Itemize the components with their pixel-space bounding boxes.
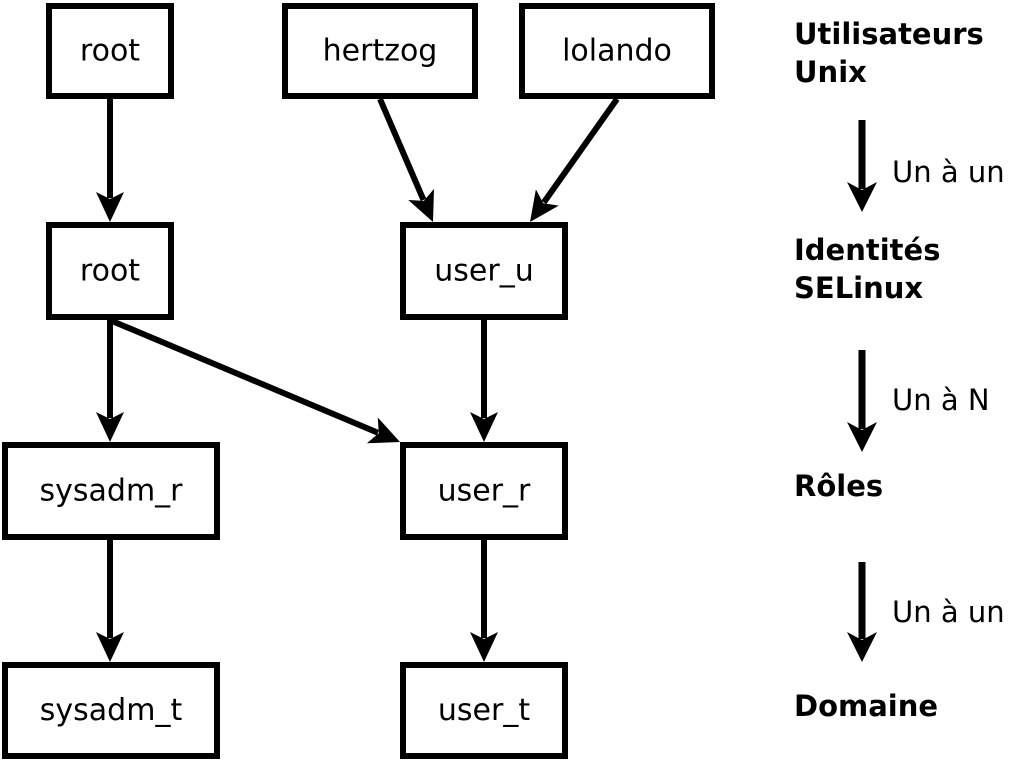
edge-ident_root-to-role_user_r xyxy=(110,318,400,444)
node-box[interactable] xyxy=(2,442,220,540)
node-box[interactable] xyxy=(400,442,568,540)
edge-unix_hertzog-to-ident_user_u xyxy=(377,97,434,222)
node-box[interactable] xyxy=(282,3,478,99)
arrowhead-icon xyxy=(366,417,400,444)
node-box[interactable] xyxy=(2,662,220,759)
node-box[interactable] xyxy=(46,222,174,320)
node-box[interactable] xyxy=(46,3,174,99)
legend-column: UtilisateursUnixIdentitésSELinuxRôlesDom… xyxy=(794,17,1005,723)
node-box[interactable] xyxy=(519,3,715,99)
node-unix_root[interactable]: root xyxy=(46,3,174,99)
arrowhead-icon xyxy=(96,632,124,662)
edge-line xyxy=(377,97,427,202)
legend-rel-3: Un à un xyxy=(847,562,1005,662)
node-ident_root[interactable]: root xyxy=(46,222,174,320)
arrowhead-icon xyxy=(530,189,559,222)
node-box[interactable] xyxy=(400,662,568,759)
node-role_sysadm_r[interactable]: sysadm_r xyxy=(2,442,220,540)
node-label: hertzog xyxy=(323,34,438,69)
legend-rel-2: Un à N xyxy=(847,350,990,452)
legend-stage-label: Domaine xyxy=(794,689,938,723)
node-label: lolando xyxy=(562,34,672,69)
legend-relation-label: Un à un xyxy=(892,155,1005,189)
legend-stage-domain: Domaine xyxy=(794,689,938,723)
node-label: user_r xyxy=(438,474,531,509)
edges-group xyxy=(96,97,620,662)
legend-stage-label: Unix xyxy=(794,55,867,89)
node-box[interactable] xyxy=(400,222,568,320)
node-dom_user_t[interactable]: user_t xyxy=(400,662,568,759)
node-label: root xyxy=(80,34,140,69)
node-ident_user_u[interactable]: user_u xyxy=(400,222,568,320)
legend-relation-label: Un à N xyxy=(892,383,990,417)
edge-ident_user_u-to-role_user_r xyxy=(470,320,498,442)
edge-line xyxy=(110,318,380,436)
arrowhead-icon xyxy=(96,412,124,442)
node-unix_lolando[interactable]: lolando xyxy=(519,3,715,99)
edge-line xyxy=(541,97,620,205)
legend-stage-label: Identités xyxy=(794,233,940,267)
edge-unix_lolando-to-ident_user_u xyxy=(530,97,620,222)
arrowhead-icon xyxy=(847,182,877,212)
edge-role_user_r-to-dom_user_t xyxy=(470,540,498,662)
arrowhead-icon xyxy=(96,192,124,222)
legend-relation-label: Un à un xyxy=(892,595,1005,629)
edge-role_sysadm_r-to-dom_sysadm_t xyxy=(96,540,124,662)
legend-rel-1: Un à un xyxy=(847,120,1005,212)
node-unix_hertzog[interactable]: hertzog xyxy=(282,3,478,99)
arrowhead-icon xyxy=(470,632,498,662)
legend-stage-label: Rôles xyxy=(794,469,883,503)
arrowhead-icon xyxy=(847,422,877,452)
arrowhead-icon xyxy=(847,632,877,662)
node-label: root xyxy=(80,254,140,289)
legend-stage-roles: Rôles xyxy=(794,469,883,503)
node-label: sysadm_r xyxy=(40,474,184,509)
arrowhead-icon xyxy=(408,188,434,222)
node-dom_sysadm_t[interactable]: sysadm_t xyxy=(2,662,220,759)
legend-stage-label: SELinux xyxy=(794,271,923,305)
node-label: sysadm_t xyxy=(40,693,183,728)
arrowhead-icon xyxy=(470,412,498,442)
edge-ident_root-to-role_sysadm_r xyxy=(96,320,124,442)
node-label: user_u xyxy=(434,254,533,289)
legend-stage-label: Utilisateurs xyxy=(794,17,984,51)
edge-unix_root-to-ident_root xyxy=(96,99,124,222)
node-role_user_r[interactable]: user_r xyxy=(400,442,568,540)
node-label: user_t xyxy=(438,693,530,728)
